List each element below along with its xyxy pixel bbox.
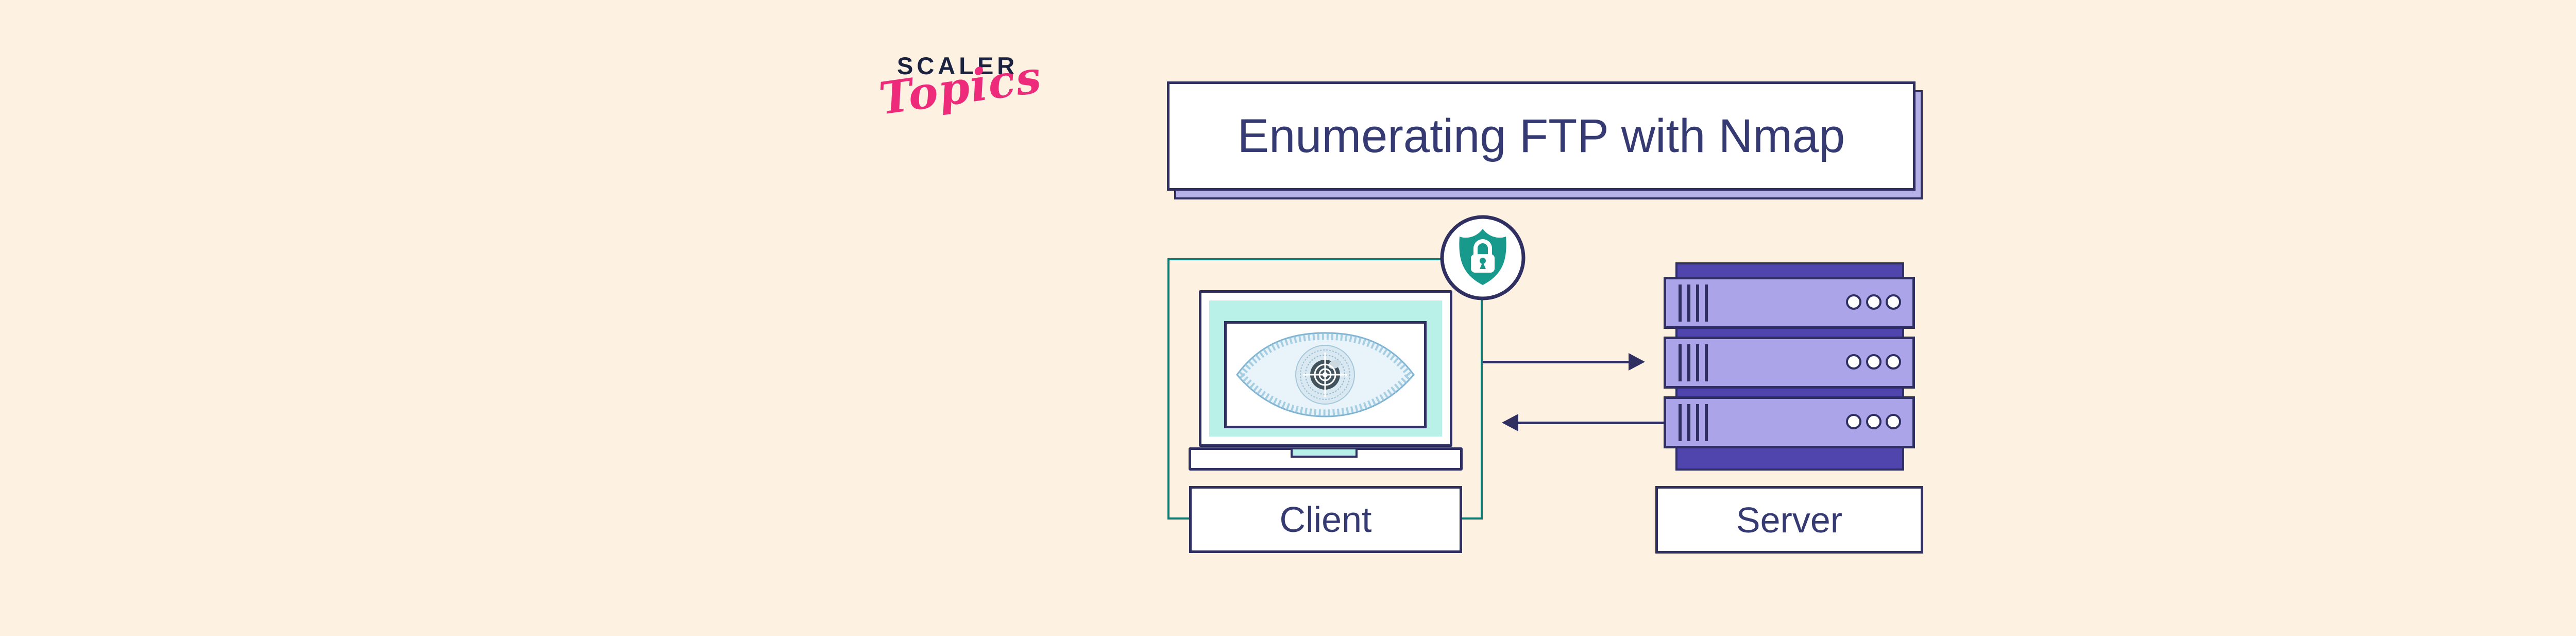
- vent-icon: [1687, 404, 1690, 441]
- vent-icon: [1696, 284, 1699, 322]
- led-indicator-icon: [1866, 414, 1882, 429]
- arrow-server-to-client-line: [1517, 422, 1664, 424]
- arrow-left-head-icon: [1502, 414, 1518, 431]
- scaler-logo-wordmark: SCALER: [897, 52, 1019, 79]
- led-indicator-icon: [1866, 354, 1882, 370]
- led-indicator-icon: [1846, 354, 1861, 370]
- vent-icon: [1696, 344, 1699, 381]
- vent-icon: [1679, 404, 1682, 441]
- client-label-box: Client: [1189, 486, 1462, 553]
- led-indicator-icon: [1846, 294, 1861, 310]
- led-indicator-icon: [1886, 294, 1901, 310]
- vent-icon: [1705, 284, 1708, 322]
- server-label: Server: [1736, 499, 1843, 540]
- vent-icon: [1705, 344, 1708, 381]
- vent-icon: [1687, 284, 1690, 322]
- laptop-hinge-notch: [1291, 447, 1358, 458]
- led-indicator-icon: [1846, 414, 1861, 429]
- led-indicator-icon: [1866, 294, 1882, 310]
- vent-icon: [1687, 344, 1690, 381]
- arrow-right-head-icon: [1629, 353, 1645, 371]
- server-unit: [1664, 396, 1915, 448]
- server-unit: [1664, 277, 1915, 329]
- client-label: Client: [1279, 499, 1372, 540]
- led-indicator-icon: [1886, 414, 1901, 429]
- shield-lock-icon: [1440, 215, 1526, 300]
- vent-icon: [1679, 344, 1682, 381]
- led-indicator-icon: [1886, 354, 1901, 370]
- arrow-client-to-server-line: [1483, 361, 1632, 363]
- server-label-box: Server: [1655, 486, 1923, 554]
- vent-icon: [1696, 404, 1699, 441]
- title-box: Enumerating FTP with Nmap: [1167, 81, 1916, 191]
- page-title: Enumerating FTP with Nmap: [1237, 109, 1845, 162]
- vent-icon: [1705, 404, 1708, 441]
- nmap-eye-icon: [1236, 332, 1415, 417]
- server-unit: [1664, 337, 1915, 389]
- vent-icon: [1679, 284, 1682, 322]
